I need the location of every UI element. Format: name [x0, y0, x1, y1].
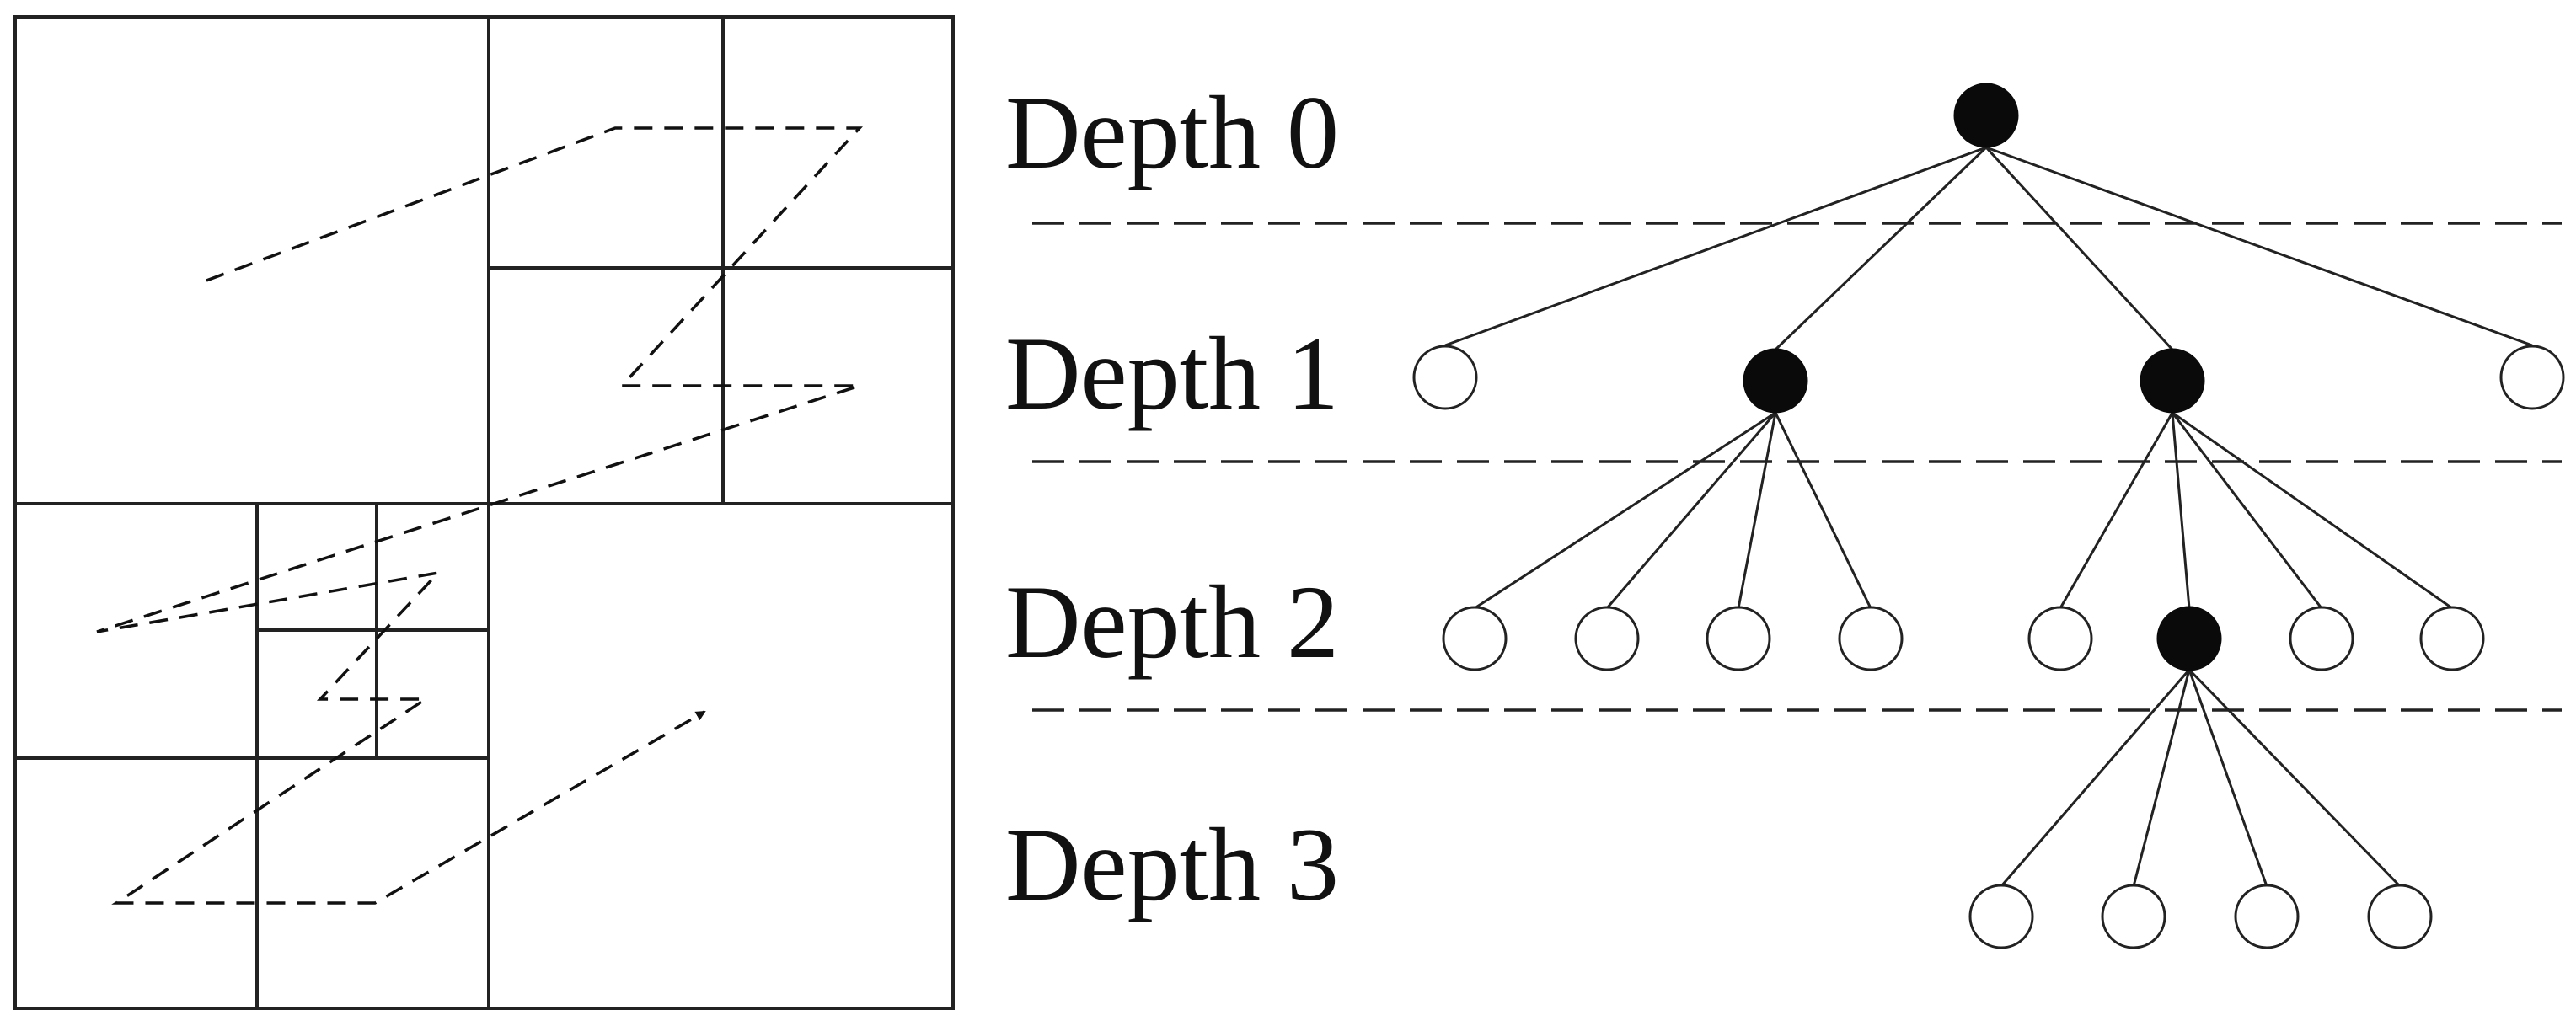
leaf-node — [1442, 606, 1508, 671]
tree-edge — [1984, 146, 2174, 351]
tree-edge — [2188, 669, 2268, 887]
tree-edge — [1737, 412, 1777, 609]
leaf-node — [2367, 884, 2433, 949]
tree-edge — [2172, 411, 2453, 610]
leaf-node — [1706, 606, 1771, 671]
subdivided-node — [1743, 348, 1808, 414]
depth-label-0: Depth 0 — [1005, 75, 1339, 190]
tree-edge — [1605, 412, 1777, 609]
tree-edge — [1474, 411, 1776, 610]
leaf-node — [1968, 884, 2034, 949]
leaf-node — [2289, 606, 2354, 671]
tree-edge — [1985, 146, 2533, 347]
leaf-node — [2419, 606, 2485, 671]
tree-edge — [2059, 412, 2174, 609]
tree-edge — [2171, 412, 2191, 609]
leaf-node — [1838, 606, 1904, 671]
leaf-node — [2027, 606, 2093, 671]
partition-outer-border — [13, 15, 955, 1010]
depth-label-2: Depth 2 — [1005, 564, 1339, 680]
z-order-curve — [96, 126, 863, 905]
depth-separators — [1032, 222, 2562, 712]
subdivided-node — [2156, 606, 2222, 671]
tree-edge — [2132, 669, 2191, 887]
tree-nodes — [1412, 83, 2565, 949]
leaf-node — [2101, 884, 2166, 949]
root-node — [1953, 83, 2019, 148]
quadtree-partition — [13, 15, 955, 1010]
tree-edge — [1444, 146, 1987, 347]
depth-label-1: Depth 1 — [1005, 316, 1339, 431]
subdivided-node — [2140, 348, 2205, 414]
depth-label-3: Depth 3 — [1005, 807, 1339, 922]
leaf-node — [1412, 345, 1478, 410]
tree-edges — [1444, 146, 2533, 888]
tree-edge — [1774, 146, 1988, 351]
leaf-node — [1574, 606, 1640, 671]
tree-edge — [1774, 412, 1872, 609]
tree-edge — [2188, 668, 2402, 888]
leaf-node — [2234, 884, 2300, 949]
depth-labels: Depth 0 Depth 1 Depth 2 Depth 3 — [1005, 75, 1339, 922]
leaf-node — [2499, 345, 2565, 410]
tree-edge — [2000, 669, 2191, 887]
tree-edge — [2171, 412, 2323, 609]
